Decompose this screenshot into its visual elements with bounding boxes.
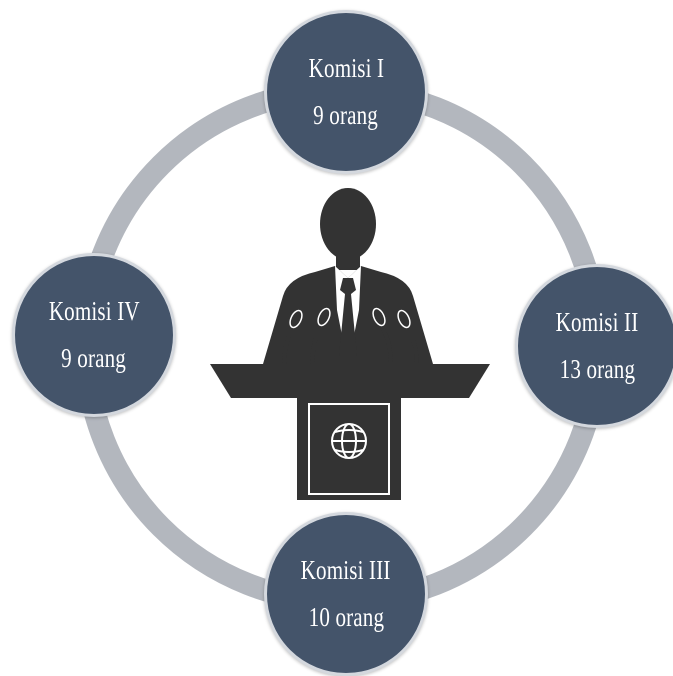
node-title: Komisi IV [48,296,140,326]
node-title: Komisi II [555,307,639,337]
node-count: 13 orang [559,354,635,384]
speaker-at-podium-icon [210,188,490,500]
node-count: 9 orang [313,100,379,130]
komisi-i-node: Komisi I 9 orang [264,10,428,174]
node-count: 10 orang [308,602,384,632]
node-count: 9 orang [61,343,127,373]
komisi-iii-node: Komisi III 10 orang [264,512,428,676]
node-title: Komisi I [308,53,384,83]
komisi-iv-node: Komisi IV 9 orang [12,253,176,417]
node-title: Komisi III [301,555,391,585]
komisi-ii-node: Komisi II 13 orang [515,264,673,428]
